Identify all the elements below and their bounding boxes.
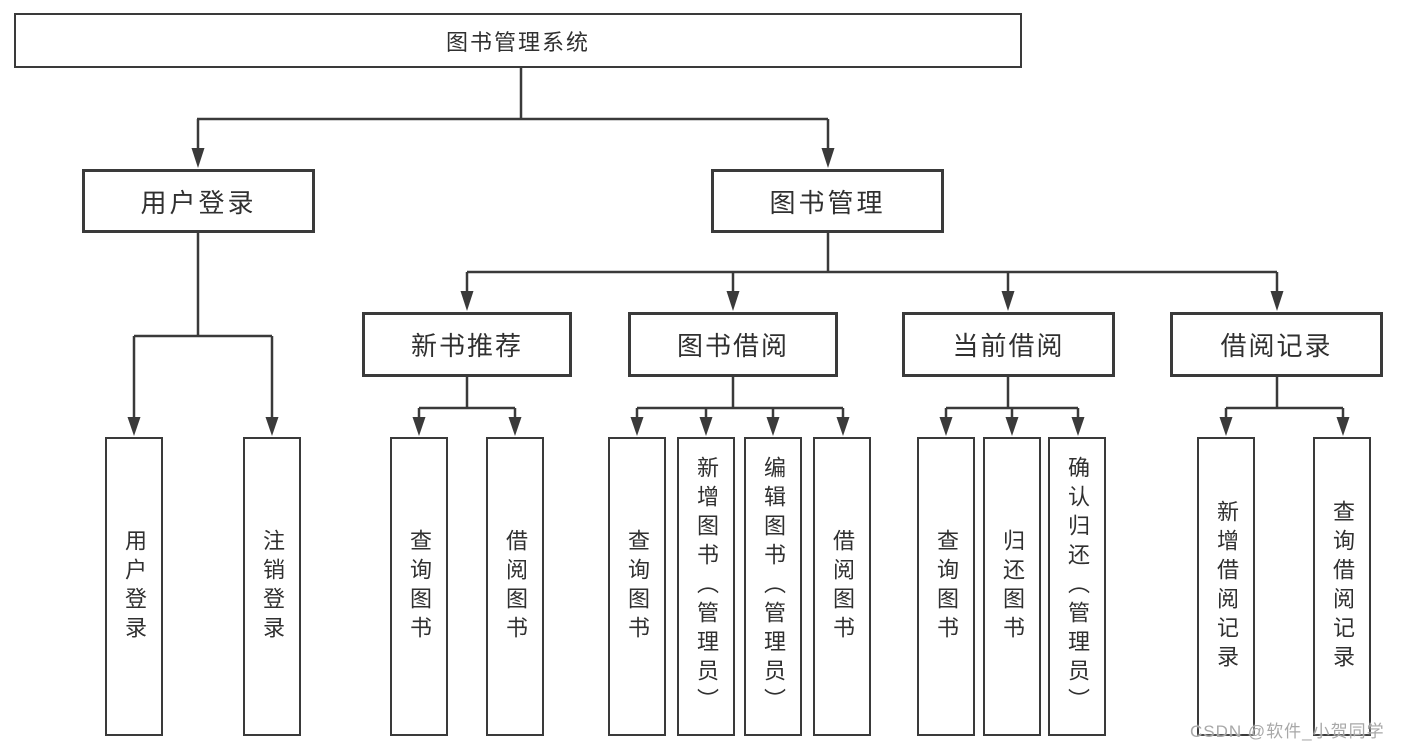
arrow-down-icons-borrow (630, 417, 850, 436)
leaf-confirm-return-admin: 确认归还（管理员） (1048, 437, 1106, 736)
node-borrow-records: 借阅记录 (1170, 312, 1383, 377)
leaf-query-books-2: 查询图书 (608, 437, 666, 736)
leaf-borrow-books-2: 借阅图书 (813, 437, 871, 736)
connector-group-newbook (417, 377, 517, 419)
leaf-user-login: 用户登录 (105, 437, 163, 736)
leaf-edit-book-admin: 编辑图书（管理员） (744, 437, 802, 736)
connector-mgmt-to-level3 (465, 233, 1279, 293)
leaf-add-book-admin: 新增图书（管理员） (677, 437, 735, 736)
leaf-query-books-3: 查询图书 (917, 437, 975, 736)
node-current-borrow: 当前借阅 (902, 312, 1115, 377)
arrow-down-icons-level3 (460, 291, 1284, 311)
arrow-down-icons-newbook (412, 417, 522, 436)
leaf-query-borrow-record: 查询借阅记录 (1313, 437, 1371, 736)
leaf-logout: 注销登录 (243, 437, 301, 736)
node-book-borrow: 图书借阅 (628, 312, 838, 377)
connector-group-borrow (635, 377, 845, 419)
node-new-book-recommend: 新书推荐 (362, 312, 572, 377)
leaf-add-borrow-record: 新增借阅记录 (1197, 437, 1255, 736)
leaf-return-book: 归还图书 (983, 437, 1041, 736)
leaf-query-books-1: 查询图书 (390, 437, 448, 736)
leaf-borrow-books-1: 借阅图书 (486, 437, 544, 736)
node-book-management: 图书管理 (711, 169, 944, 233)
arrow-down-icons-current (939, 417, 1085, 436)
connector-group-records (1224, 377, 1345, 419)
node-user-login: 用户登录 (82, 169, 315, 233)
arrow-down-icons-user-leaves (127, 417, 279, 436)
connector-user-branch (132, 233, 274, 418)
arrow-down-icons-level2 (191, 148, 835, 168)
connector-root-to-level2 (196, 68, 830, 150)
arrow-down-icons-records (1219, 417, 1350, 436)
node-root: 图书管理系统 (14, 13, 1022, 68)
watermark: CSDN @软件_小贺同学 (1190, 722, 1385, 741)
connector-group-current (944, 377, 1080, 419)
